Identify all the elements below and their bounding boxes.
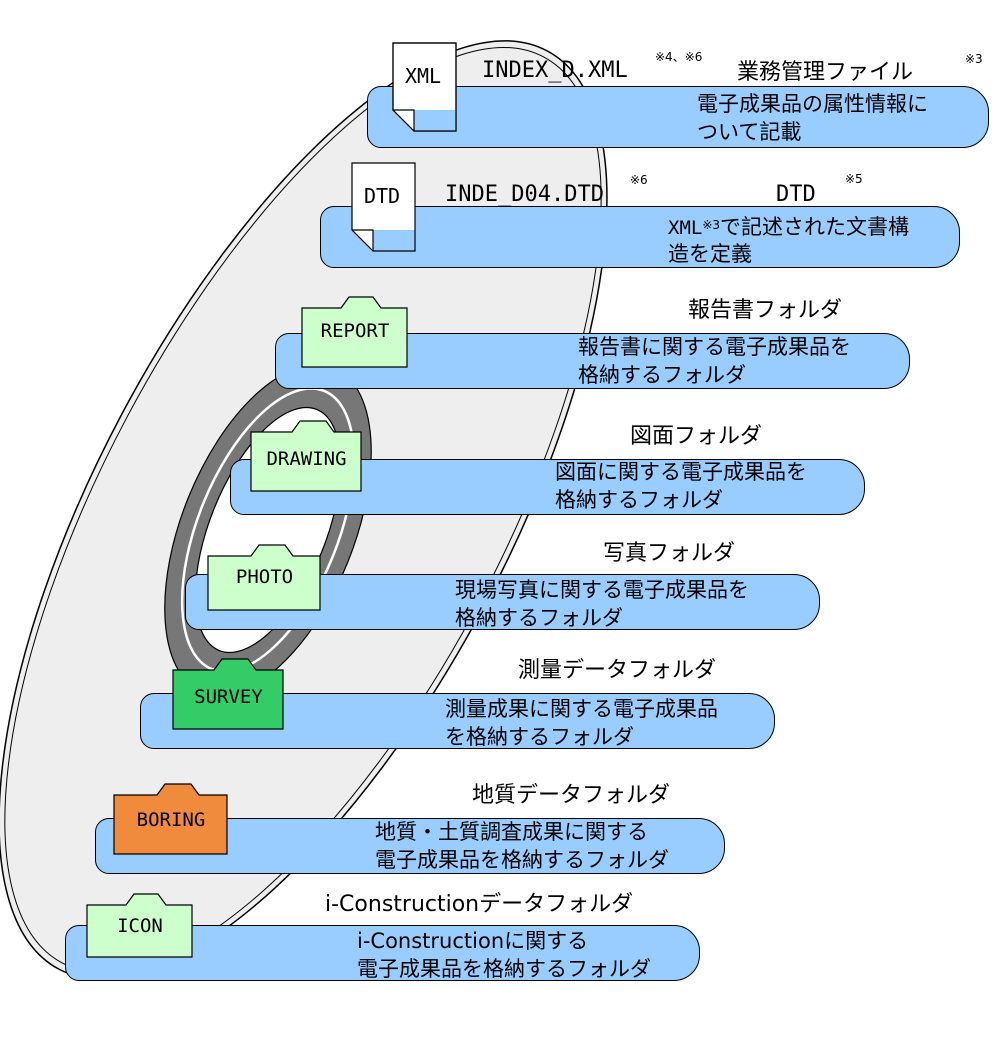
info-box-dtd: [320, 206, 960, 268]
xml-file-icon: XML: [392, 42, 458, 132]
icon-folder-title: i-Constructionデータフォルダ: [325, 892, 634, 917]
dtd-desc-prefix: XML: [668, 217, 703, 239]
xml-icon-label: XML: [404, 64, 442, 88]
xml-desc-line2: ついて記載: [697, 120, 802, 144]
dtd-type-title: DTD: [776, 182, 816, 207]
survey-desc-line2: を格納するフォルダ: [445, 725, 634, 749]
boring-folder-icon: BORING: [113, 783, 229, 855]
xml-desc-line1: 電子成果品の属性情報に: [697, 92, 928, 116]
dtd-desc-line2: 造を定義: [668, 242, 752, 266]
dtd-icon-label: DTD: [363, 184, 401, 208]
icon-desc-line1: i-Constructionに関する: [357, 929, 589, 953]
dtd-filename-note: ※6: [630, 173, 648, 187]
drawing-desc-line1: 図面に関する電子成果品を: [555, 460, 807, 484]
report-folder-title: 報告書フォルダ: [688, 298, 843, 323]
photo-desc-line2: 格納するフォルダ: [455, 606, 623, 630]
xml-type-title: 業務管理ファイル: [737, 60, 914, 85]
boring-desc-line1: 地質・土質調査成果に関する: [375, 820, 648, 844]
photo-desc-line1: 現場写真に関する電子成果品を: [455, 578, 749, 602]
drawing-folder-label: DRAWING: [266, 448, 347, 470]
drawing-folder-icon: DRAWING: [250, 420, 363, 492]
report-folder-icon: REPORT: [301, 296, 409, 368]
photo-folder-title: 写真フォルダ: [603, 541, 736, 566]
dtd-desc-text: で記述された文書構: [720, 215, 910, 239]
boring-folder-label: BORING: [136, 809, 206, 831]
xml-filename: INDEX_D.XML: [482, 58, 628, 83]
dtd-filename: INDE_D04.DTD: [445, 182, 604, 207]
dtd-type-note: ※5: [845, 172, 863, 186]
photo-folder-label: PHOTO: [235, 566, 294, 588]
drawing-desc-line2: 格納するフォルダ: [555, 488, 723, 512]
drawing-folder-title: 図面フォルダ: [630, 424, 763, 449]
icon-folder-label: ICON: [117, 915, 163, 937]
dtd-desc-prefix-note: ※3: [702, 218, 721, 232]
report-desc-line1: 報告書に関する電子成果品を: [578, 335, 851, 359]
xml-type-note: ※3: [965, 52, 983, 66]
dtd-desc-line1: XML※3で記述された文書構: [668, 211, 909, 242]
survey-folder-icon: SURVEY: [172, 658, 285, 730]
survey-desc-line1: 測量成果に関する電子成果品: [445, 697, 718, 721]
xml-filename-note: ※4、※6: [655, 50, 703, 64]
boring-folder-title: 地質データフォルダ: [472, 783, 671, 808]
icon-desc-line2: 電子成果品を格納するフォルダ: [357, 957, 651, 981]
report-folder-label: REPORT: [320, 320, 390, 342]
info-box-xml: [367, 86, 989, 148]
report-desc-line2: 格納するフォルダ: [578, 363, 746, 387]
survey-folder-label: SURVEY: [194, 686, 263, 708]
survey-folder-title: 測量データフォルダ: [518, 658, 717, 683]
icon-folder-icon: ICON: [86, 893, 194, 958]
boring-desc-line2: 電子成果品を格納するフォルダ: [375, 848, 669, 872]
dtd-file-icon: DTD: [351, 162, 417, 252]
photo-folder-icon: PHOTO: [207, 544, 322, 611]
